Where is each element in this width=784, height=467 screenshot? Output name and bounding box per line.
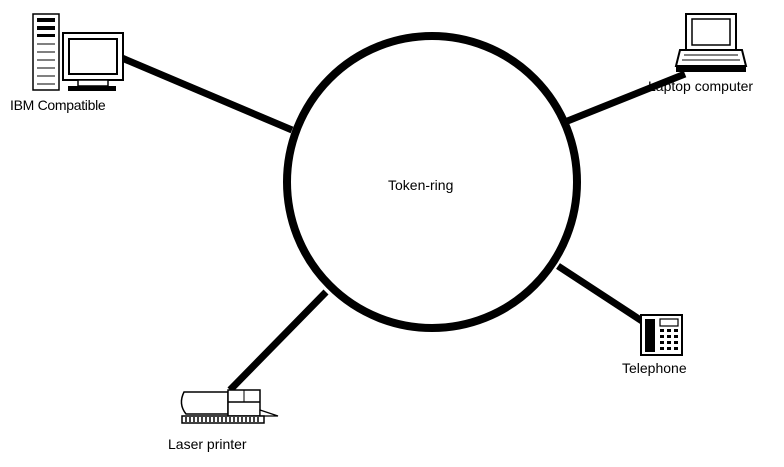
ibm-compatible-label: IBM Compatible: [10, 97, 105, 113]
link-telephone: [558, 266, 645, 323]
laser-printer-label: Laser printer: [168, 436, 247, 452]
laser-printer-icon: [181, 390, 278, 423]
ring-label: Token-ring: [388, 177, 453, 193]
link-ibm-compatible: [122, 58, 292, 130]
telephone-icon: [641, 315, 682, 355]
laptop-computer-label: Laptop computer: [648, 78, 753, 94]
link-laser-printer: [230, 292, 326, 390]
telephone-label: Telephone: [622, 360, 687, 376]
desktop-computer-icon: [33, 14, 123, 91]
laptop-icon: [676, 14, 746, 72]
